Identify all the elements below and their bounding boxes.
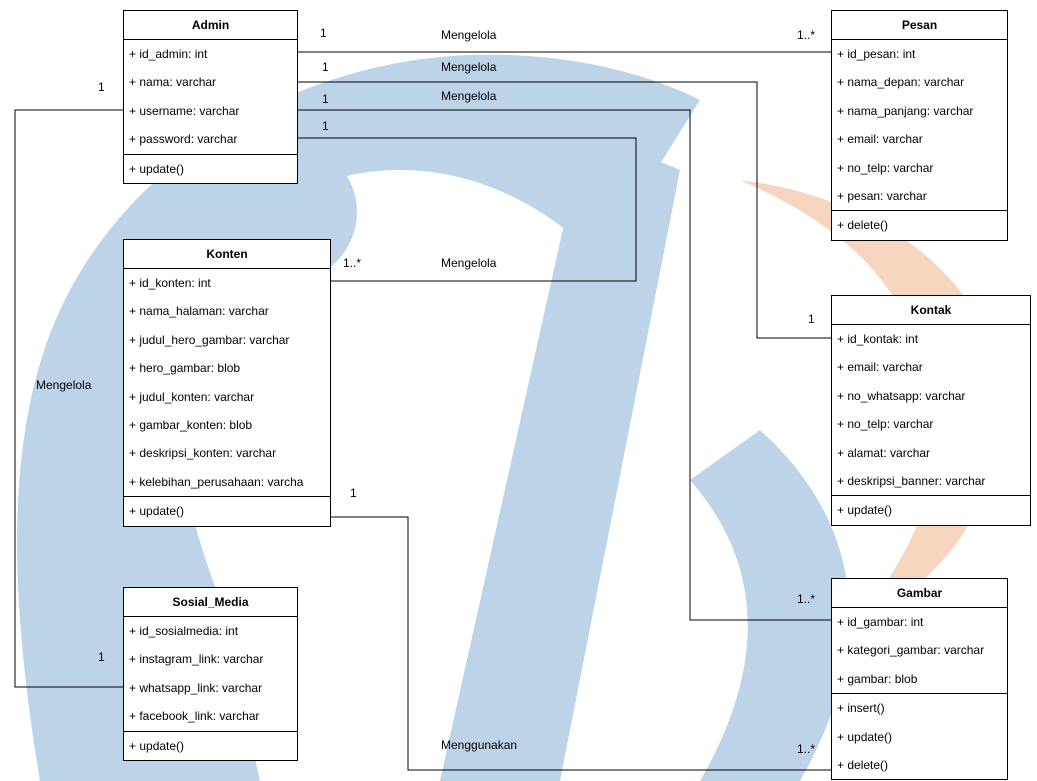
attribute: + id_sosialmedia: int — [129, 624, 239, 638]
class-sosial-media-attributes: + id_sosialmedia: int + instagram_link: … — [124, 617, 297, 732]
method: + delete() — [837, 218, 889, 233]
method: + update() — [129, 504, 185, 519]
attribute: + alamat: varchar — [837, 445, 931, 460]
class-konten-methods: + update() — [124, 497, 330, 525]
attribute: + kelebihan_perusahaan: varcha — [129, 474, 304, 489]
line-admin-gambar — [297, 109, 832, 621]
label-konten-gambar: Menggunakan — [441, 738, 518, 752]
attribute: + no_whatsapp: varchar — [837, 388, 966, 403]
class-gambar-name: Gambar — [832, 579, 1007, 608]
attribute: + id_pesan: int — [837, 47, 916, 61]
attribute: + nama_panjang: varchar — [837, 103, 974, 118]
attribute: + nama_depan: varchar — [837, 75, 965, 90]
label-admin-gambar: Mengelola — [441, 89, 497, 103]
mult-admin-gambar-src: 1 — [322, 92, 329, 106]
attribute: + whatsapp_link: varchar — [129, 680, 263, 695]
attribute: + id_admin: int — [129, 47, 208, 61]
label-admin-sosial: Mengelola — [36, 378, 92, 392]
mult-admin-konten-src: 1 — [322, 119, 329, 133]
mult-admin-sosial-tgt: 1 — [98, 650, 105, 664]
label-admin-konten: Mengelola — [441, 256, 497, 270]
attribute: + deskripsi_konten: varchar — [129, 446, 277, 461]
class-sosial-media[interactable]: Sosial_Media + id_sosialmedia: int + ins… — [123, 587, 298, 761]
attribute: + nama: varchar — [129, 75, 217, 90]
attribute: + judul_konten: varchar — [129, 389, 255, 404]
class-gambar-methods: + insert() + update() + delete() — [832, 694, 1007, 779]
attribute: + pesan: varchar — [837, 188, 927, 203]
class-kontak[interactable]: Kontak + id_kontak: int + email: varchar… — [831, 295, 1031, 526]
attribute: + gambar: blob — [837, 671, 918, 686]
method: + delete() — [837, 757, 889, 772]
class-pesan-name: Pesan — [832, 11, 1007, 40]
class-konten[interactable]: Konten + id_konten: int + nama_halaman: … — [123, 239, 331, 527]
attribute: + email: varchar — [837, 360, 923, 375]
class-sosial-media-name: Sosial_Media — [124, 588, 297, 617]
mult-admin-pesan-src: 1 — [320, 26, 327, 40]
line-admin-kontak — [297, 81, 832, 339]
method: + update() — [129, 161, 185, 176]
class-konten-attributes: + id_konten: int + nama_halaman: varchar… — [124, 269, 330, 498]
class-kontak-attributes: + id_kontak: int + email: varchar + no_w… — [832, 325, 1030, 497]
attribute: + password: varchar — [129, 132, 238, 147]
attribute: + deskripsi_banner: varchar — [837, 473, 986, 488]
line-admin-sosial — [14, 109, 124, 688]
method: + update() — [129, 738, 185, 753]
attribute: + id_gambar: int — [837, 615, 924, 629]
class-pesan-methods: + delete() — [832, 211, 1007, 239]
attribute: + username: varchar — [129, 103, 240, 118]
line-konten-gambar — [330, 516, 832, 771]
method: + insert() — [837, 701, 885, 716]
class-admin-methods: + update() — [124, 155, 297, 183]
class-admin[interactable]: Admin + id_admin: int + nama: varchar + … — [123, 10, 298, 184]
class-konten-name: Konten — [124, 240, 330, 269]
attribute: + email: varchar — [837, 132, 923, 147]
label-admin-kontak: Mengelola — [441, 60, 497, 74]
attribute: + no_telp: varchar — [837, 160, 934, 175]
mult-admin-kontak-src: 1 — [322, 60, 329, 74]
attribute: + hero_gambar: blob — [129, 361, 241, 376]
mult-admin-gambar-tgt: 1..* — [797, 592, 816, 606]
attribute: + no_telp: varchar — [837, 417, 934, 432]
attribute: + judul_hero_gambar: varchar — [129, 332, 290, 347]
class-sosial-media-methods: + update() — [124, 732, 297, 760]
class-kontak-methods: + update() — [832, 496, 1030, 524]
attribute: + facebook_link: varchar — [129, 709, 260, 724]
attribute: + instagram_link: varchar — [129, 652, 264, 667]
mult-konten-gambar-src: 1 — [350, 486, 357, 500]
attribute: + id_konten: int — [129, 276, 211, 290]
mult-admin-sosial-src: 1 — [98, 80, 105, 94]
class-pesan[interactable]: Pesan + id_pesan: int + nama_depan: varc… — [831, 10, 1008, 241]
class-admin-attributes: + id_admin: int + nama: varchar + userna… — [124, 40, 297, 155]
attribute: + id_kontak: int — [837, 332, 919, 346]
mult-admin-konten-tgt: 1..* — [343, 256, 362, 270]
class-gambar-attributes: + id_gambar: int + kategori_gambar: varc… — [832, 608, 1007, 695]
watermark-blue-stroke — [440, 130, 680, 781]
mult-admin-kontak-tgt: 1 — [808, 312, 815, 326]
attribute: + gambar_konten: blob — [129, 417, 253, 432]
method: + update() — [837, 729, 893, 744]
attribute: + kategori_gambar: varchar — [837, 643, 985, 658]
label-admin-pesan: Mengelola — [441, 28, 497, 42]
class-gambar[interactable]: Gambar + id_gambar: int + kategori_gamba… — [831, 578, 1008, 781]
mult-admin-pesan-tgt: 1..* — [797, 28, 816, 42]
class-admin-name: Admin — [124, 11, 297, 40]
watermark-blue-swoosh — [690, 430, 850, 781]
method: + update() — [837, 503, 893, 518]
line-admin-konten — [297, 137, 637, 282]
attribute: + nama_halaman: varchar — [129, 304, 269, 319]
class-pesan-attributes: + id_pesan: int + nama_depan: varchar + … — [832, 40, 1007, 212]
class-kontak-name: Kontak — [832, 296, 1030, 325]
mult-konten-gambar-tgt: 1..* — [797, 742, 816, 756]
